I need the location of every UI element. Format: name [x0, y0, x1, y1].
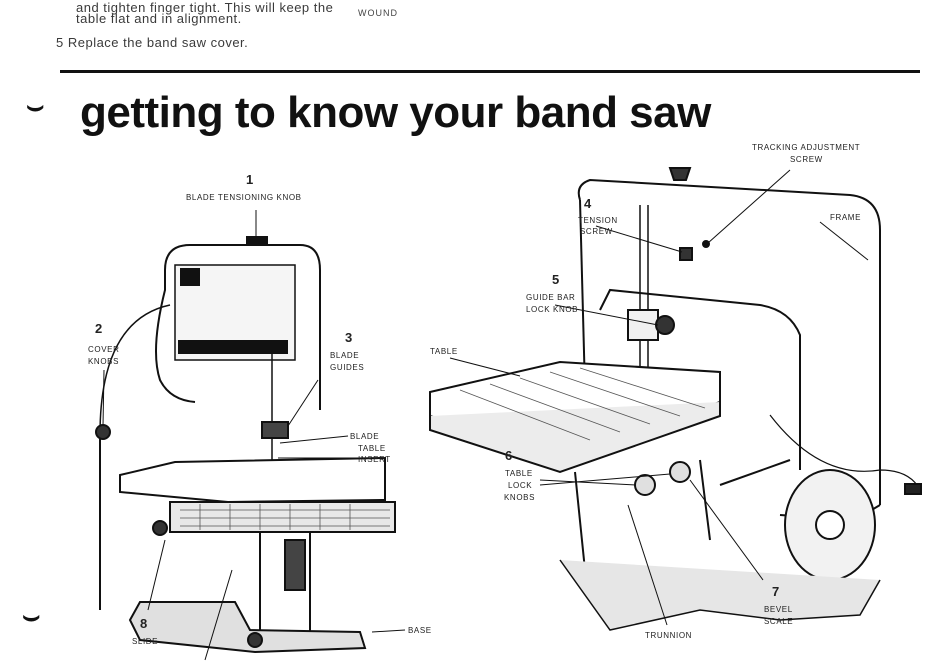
callout-6-number: 6 [505, 448, 512, 463]
callout-3-label-b: GUIDES [330, 363, 364, 372]
table-label: TABLE [430, 347, 458, 356]
callout-1-number: 1 [246, 172, 253, 187]
callout-5-label-a: GUIDE BAR [526, 293, 575, 302]
callout-7-label-b: SCALE [764, 617, 793, 626]
leader-lines [102, 169, 869, 661]
page-bullet-icon: ⌣ [22, 600, 41, 631]
callout-2-label-b: KNOBS [88, 357, 119, 366]
table-insert-label-a: TABLE [358, 444, 386, 453]
wound-label: WOUND [358, 8, 398, 18]
trunnion-label: TRUNNION [645, 631, 692, 640]
callout-5-label-b: LOCK KNOB [526, 305, 578, 314]
tracking-label-b: SCREW [790, 155, 823, 164]
section-divider [60, 70, 920, 73]
frame-label: FRAME [830, 213, 861, 222]
callout-4-label-a: TENSION [578, 216, 618, 225]
callout-4-label-b: SCREW [580, 227, 613, 236]
blade-label: BLADE [350, 432, 379, 441]
callout-8-label: SLIDE [132, 637, 158, 646]
callout-6-label-c: KNOBS [504, 493, 535, 502]
diagram-labels: 1 BLADE TENSIONING KNOB 2 COVER KNOBS 3 … [88, 143, 861, 646]
callout-2-label-a: COVER [88, 345, 119, 354]
callout-3-number: 3 [345, 330, 352, 345]
instruction-line-1: and tighten finger tight. This will keep… [76, 0, 334, 15]
table-insert-label-b: INSERT [358, 455, 391, 464]
band-saw-diagram: 1 BLADE TENSIONING KNOB 2 COVER KNOBS 3 … [88, 143, 922, 661]
callout-1-label: BLADE TENSIONING KNOB [186, 193, 302, 202]
callout-8-number: 8 [140, 616, 147, 631]
instruction-step-5: 5 Replace the band saw cover. [56, 35, 249, 50]
callout-5-number: 5 [552, 272, 559, 287]
callout-6-label-a: TABLE [505, 469, 533, 478]
section-bullet-icon: ⌣ [26, 90, 45, 121]
tracking-label-a: TRACKING ADJUSTMENT [752, 143, 860, 152]
callout-2-number: 2 [95, 321, 102, 336]
section-title: getting to know your band saw [80, 88, 711, 137]
callout-7-number: 7 [772, 584, 779, 599]
callout-3-label-a: BLADE [330, 351, 359, 360]
base-label: BASE [408, 626, 432, 635]
callout-4-number: 4 [584, 196, 592, 211]
instruction-line-2: table flat and in alignment. [76, 11, 242, 26]
right-saw-drawing [429, 167, 922, 631]
left-saw-drawing [95, 236, 396, 654]
callout-7-label-a: BEVEL [764, 605, 793, 614]
callout-6-label-b: LOCK [508, 481, 532, 490]
